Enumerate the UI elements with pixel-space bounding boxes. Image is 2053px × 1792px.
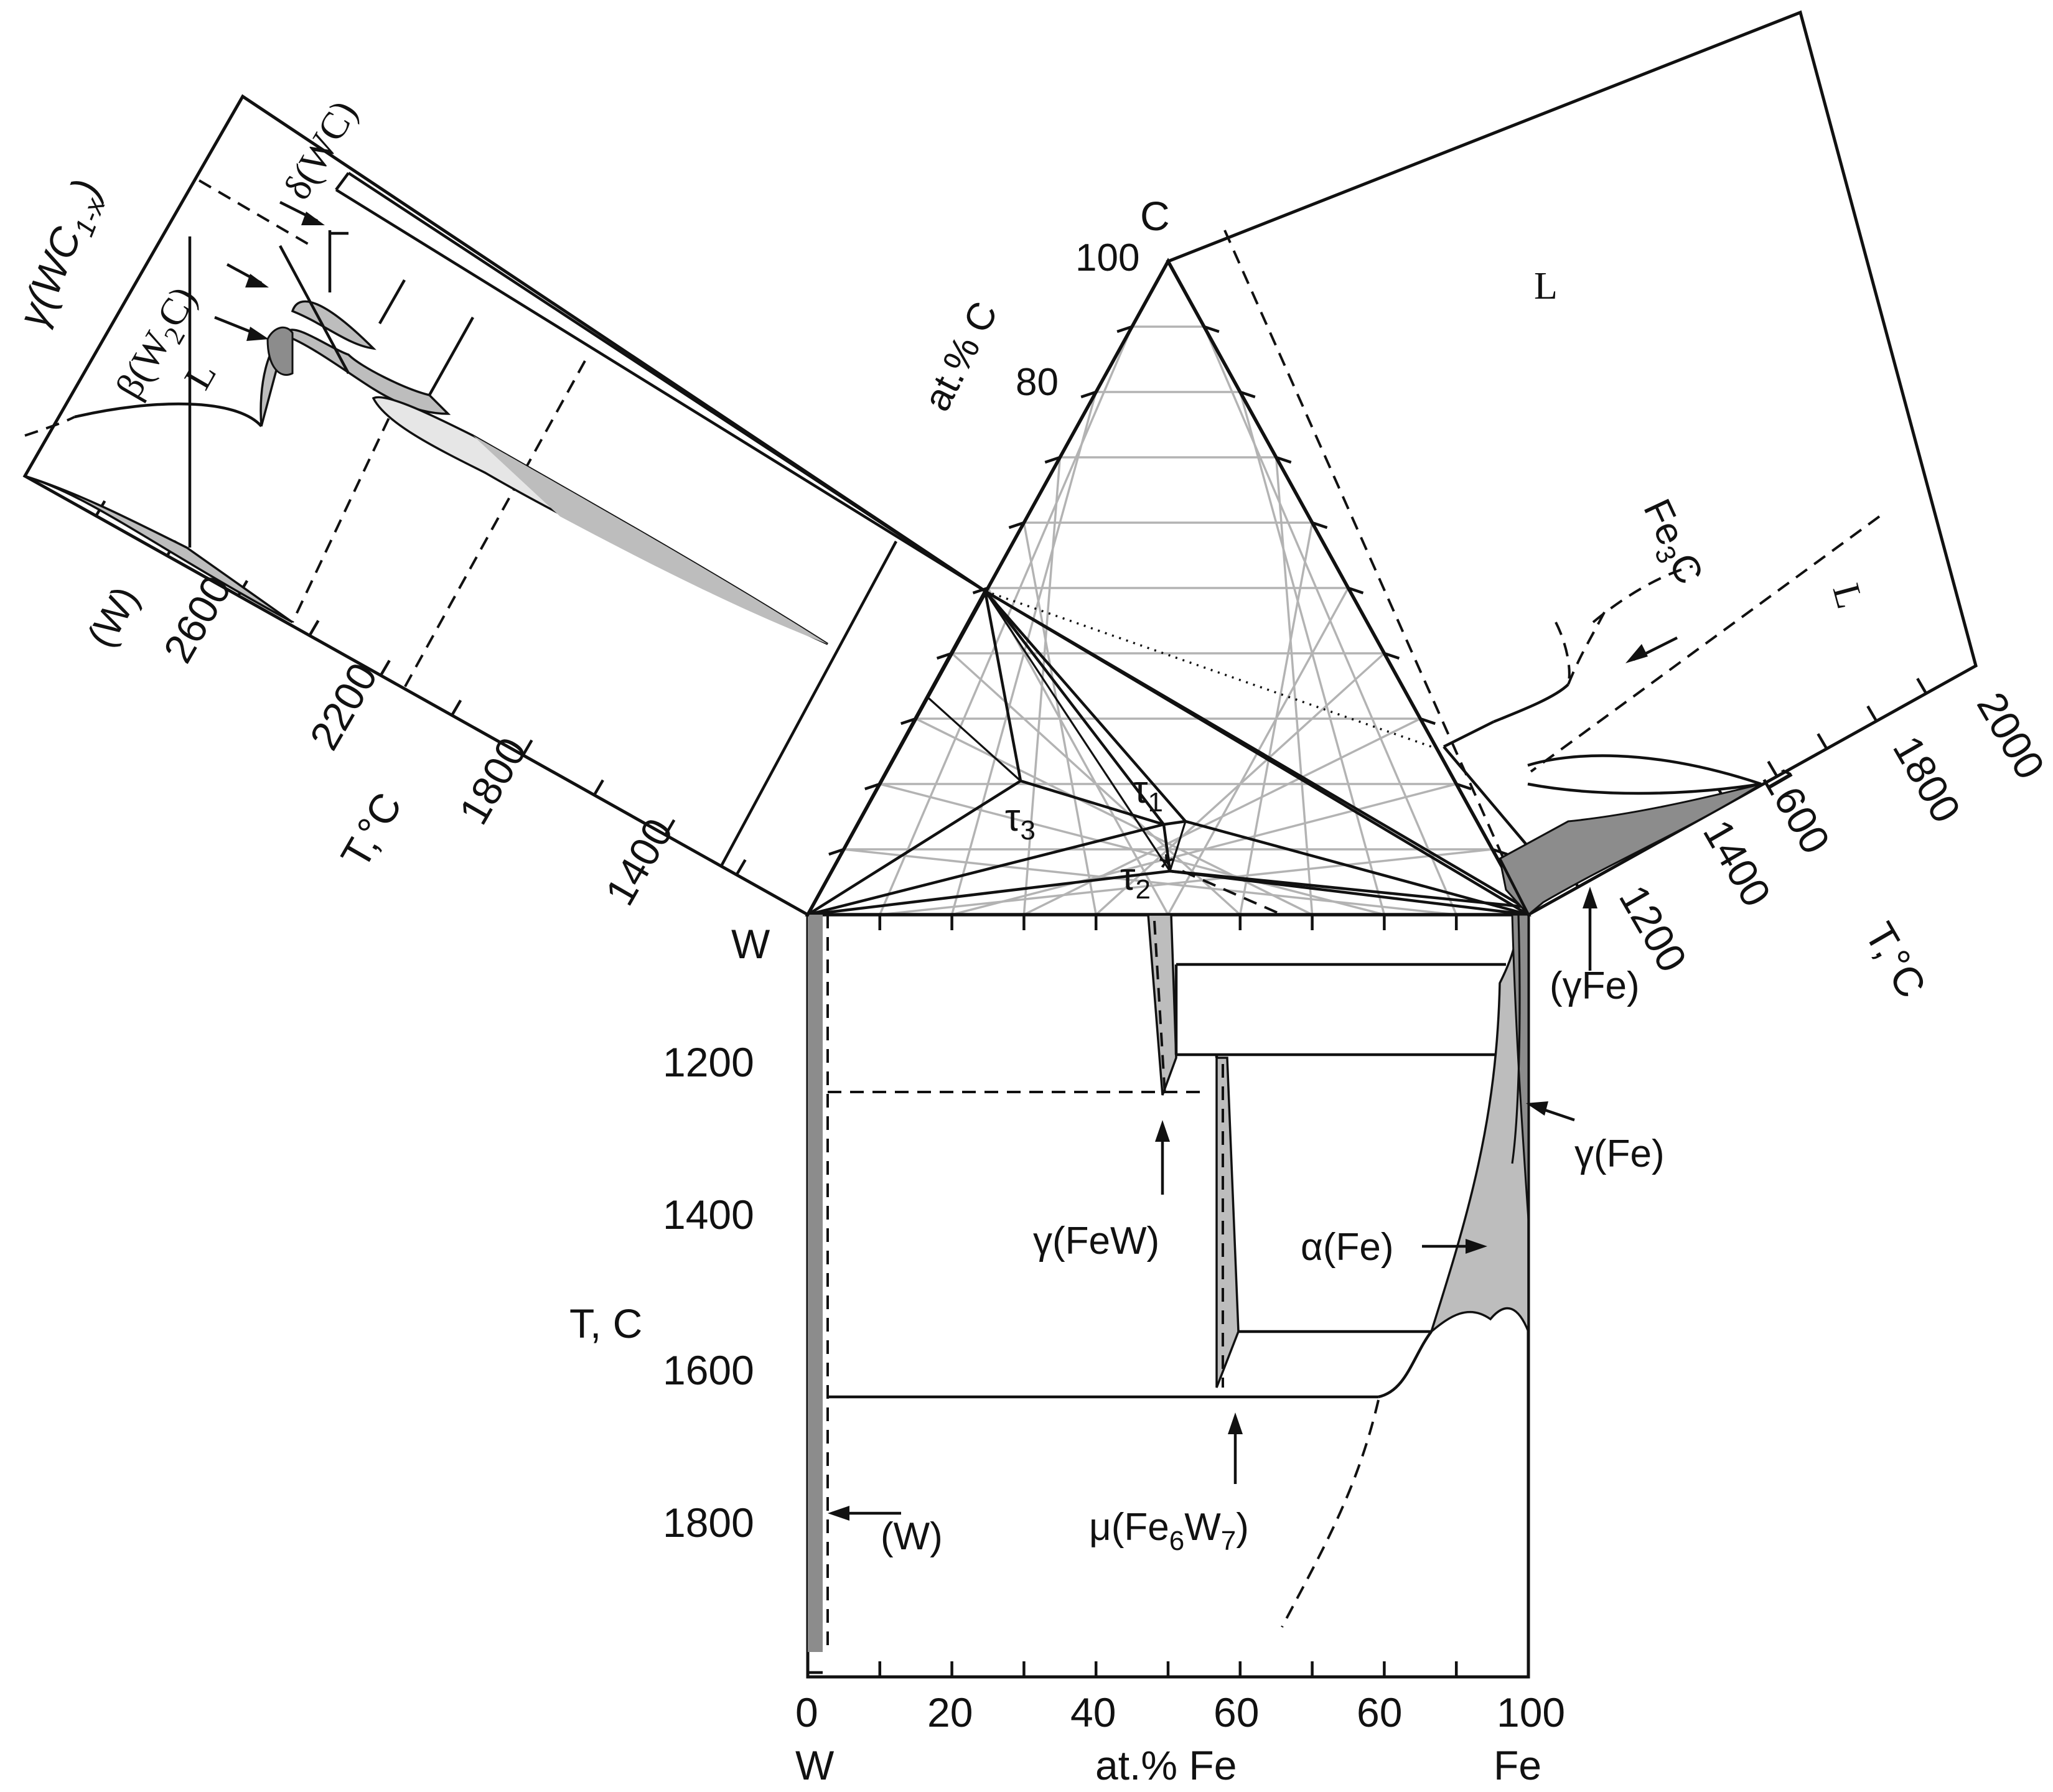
left-label-delta: δ(WC)	[276, 93, 365, 207]
c-tick-100: 100	[1075, 236, 1139, 279]
right-t-axis-title: T,°C	[1856, 915, 1935, 1006]
y-tick-label: 1800	[663, 1500, 754, 1546]
tau3-label: τ3	[1005, 796, 1036, 846]
vertex-label-c: C	[1140, 193, 1170, 239]
left-t-tick	[521, 739, 533, 756]
right-t-tick-label: 2000	[1968, 684, 2053, 786]
bottom-y-axis-title: T, C	[569, 1300, 642, 1346]
tau2-star-icon: *	[1159, 847, 1174, 890]
right-label-liquid-side: L	[1824, 579, 1871, 613]
left-t-tick	[379, 660, 391, 676]
label-gamma-few: γ(FeW)	[1033, 1220, 1159, 1262]
left-label-gamma-wc: γ(WC1-x)	[9, 173, 116, 336]
right-section	[1166, 10, 1978, 971]
c-axis-tick	[1008, 521, 1025, 530]
right-label-liquid-top: L	[1534, 265, 1558, 307]
y-tick-label: 1600	[663, 1347, 754, 1393]
left-t-tick	[451, 699, 462, 716]
fe-c-axis-tick	[1419, 717, 1436, 726]
c-axis-tick	[1080, 390, 1097, 399]
tau1-label: τ1	[1133, 768, 1163, 818]
right-t-tick-label: 1400	[1695, 812, 1780, 914]
c-tick-80: 80	[1016, 361, 1059, 404]
left-t-tick	[308, 620, 320, 637]
fe-c-axis-tick	[1240, 390, 1256, 399]
x-tick-label: 60	[1214, 1689, 1259, 1735]
grid-line	[843, 848, 1457, 916]
bottom-arrows	[828, 1101, 1575, 1521]
x-tick-label: 40	[1070, 1689, 1116, 1735]
x-tick-label: 100	[1497, 1689, 1565, 1735]
grid-line	[952, 783, 1457, 916]
right-t-tick	[1916, 678, 1928, 694]
y-tick-label: 1200	[663, 1039, 754, 1085]
fe-c-axis-tick	[1311, 521, 1328, 530]
left-t-tick-label: 1800	[450, 730, 535, 832]
x-tick-label: 20	[927, 1689, 973, 1735]
left-t-axis-title: T,°C	[332, 785, 411, 875]
right-label-fe3c: Fe3C	[1629, 493, 1711, 594]
bottom-x-axis-title: at.% Fe	[1095, 1742, 1237, 1788]
grid-line	[1023, 717, 1421, 916]
c-axis-tick	[828, 847, 844, 856]
right-t-tick	[1866, 705, 1878, 722]
fe-c-axis-tick	[1383, 651, 1400, 660]
left-t-tick	[664, 819, 676, 836]
c-axis-title: at.% C	[915, 295, 1006, 418]
bottom-y-tick-labels: 1200 1400 1600 1800	[663, 1039, 754, 1546]
grid-line	[879, 783, 1385, 916]
right-t-tick-label: 1600	[1754, 759, 1839, 861]
label-mu-phase: μ(Fe6W7)	[1089, 1506, 1249, 1556]
left-t-tick	[592, 779, 604, 796]
fe-c-axis-tick	[1204, 325, 1220, 334]
grid-line	[915, 717, 1313, 916]
vertex-label-w: W	[731, 921, 770, 967]
grid-line	[1095, 652, 1385, 916]
left-label-beta: β(W2C)	[108, 279, 210, 409]
fe-c-axis-tick	[1275, 455, 1292, 464]
left-t-tick	[735, 859, 747, 876]
bottom-section	[806, 913, 1575, 1679]
label-gamma-fe-bottom: γ(Fe)	[1574, 1132, 1665, 1175]
tau2-label: τ2	[1120, 856, 1151, 905]
grid-line	[951, 652, 1241, 916]
left-label-w-phase: (W)	[79, 579, 147, 655]
x-tick-label: 0	[795, 1689, 818, 1735]
label-alpha-fe: α(Fe)	[1301, 1226, 1394, 1269]
right-label-gamma-fe: (γFe)	[1550, 964, 1640, 1007]
ternary-tick-marks	[828, 325, 1508, 856]
left-label-liquid: L	[176, 355, 225, 396]
right-t-tick-label: 1800	[1884, 728, 1970, 830]
fe-c-axis-tick	[1347, 586, 1364, 595]
left-section	[22, 94, 988, 917]
left-t-tick-label: 1400	[596, 811, 682, 913]
right-t-tick	[1767, 760, 1779, 777]
c-axis-tick	[972, 586, 989, 595]
right-t-tick	[1817, 733, 1828, 750]
ternary-grid-lines	[843, 325, 1493, 916]
c-axis-tick	[1044, 455, 1061, 464]
label-w-phase-bottom: (W)	[881, 1515, 943, 1558]
x-tick-label: 60	[1357, 1689, 1402, 1735]
y-tick-label: 1400	[663, 1192, 754, 1238]
x-end-label-fe: Fe	[1494, 1742, 1541, 1788]
bottom-x-tick-labels: 0 20 40 60 60 100	[795, 1689, 1565, 1735]
grid-line	[879, 848, 1493, 916]
fe-c-axis-tick	[1456, 782, 1472, 791]
x-end-label-w: W	[795, 1742, 835, 1788]
bottom-tick-marks	[808, 915, 1458, 1677]
c-axis-tick	[1116, 325, 1133, 334]
